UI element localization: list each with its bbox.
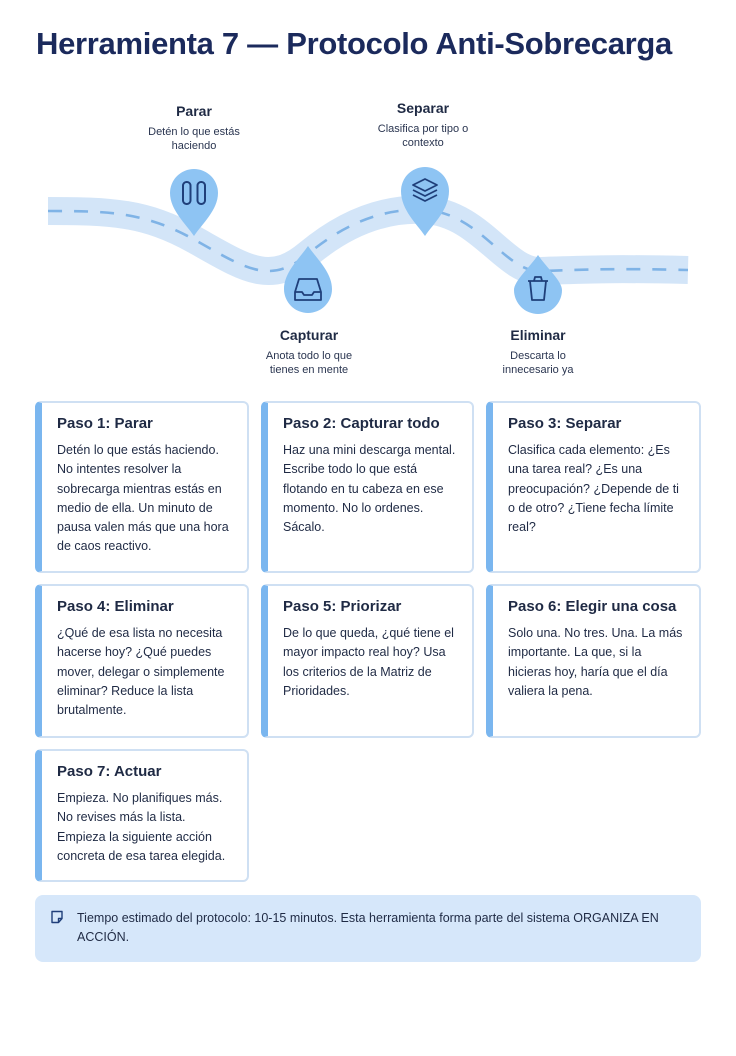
step-body: Haz una mini descarga mental. Escribe to…	[283, 443, 456, 535]
road-lane-line	[47, 208, 689, 273]
stage-title: Parar	[176, 103, 212, 119]
step-card-2: Paso 2: Capturar todo Haz una mini desca…	[261, 401, 474, 573]
step-card-6: Paso 6: Elegir una cosa Solo una. No tre…	[486, 584, 701, 738]
step-card-5: Paso 5: Priorizar De lo que queda, ¿qué …	[261, 584, 474, 738]
stage-separar-label: Separar Clasifica por tipo o contexto	[348, 100, 498, 150]
stage-parar-label: Parar Detén lo que estás haciendo	[119, 103, 269, 153]
pause-icon	[182, 181, 206, 205]
pin-separar	[401, 167, 449, 236]
pin-eliminar	[514, 255, 562, 314]
step-body: Detén lo que estás haciendo. No intentes…	[57, 443, 229, 554]
step-title: Paso 7: Actuar	[57, 763, 162, 780]
step-body: Empieza. No planifiques más. No revises …	[57, 791, 226, 863]
inbox-icon	[294, 278, 322, 301]
step-body: Clasifica cada elemento: ¿Es una tarea r…	[508, 443, 679, 535]
step-title: Paso 5: Priorizar	[283, 598, 402, 615]
stage-desc: Anota todo lo que tienes en mente	[265, 350, 353, 376]
step-card-4: Paso 4: Eliminar ¿Qué de esa lista no ne…	[35, 584, 249, 738]
layers-icon	[412, 178, 438, 202]
stage-eliminar-label: Eliminar Descarta lo innecesario ya	[463, 327, 613, 377]
stage-title: Separar	[396, 100, 450, 116]
step-body: ¿Qué de esa lista no necesita hacerse ho…	[57, 626, 225, 718]
step-title: Paso 4: Eliminar	[57, 598, 174, 615]
stage-desc: Descarta lo innecesario ya	[502, 350, 574, 376]
pin-capturar	[284, 246, 332, 313]
step-card-1: Paso 1: Parar Detén lo que estás haciend…	[35, 401, 249, 573]
process-road-diagram	[47, 167, 689, 314]
pin-parar	[170, 169, 218, 236]
stage-desc: Detén lo que estás haciendo	[148, 126, 240, 152]
note-text: Tiempo estimado del protocolo: 10-15 min…	[77, 911, 659, 944]
step-body: De lo que queda, ¿qué tiene el mayor imp…	[283, 626, 454, 698]
stage-title: Eliminar	[510, 327, 566, 343]
note-icon	[51, 910, 63, 924]
step-card-7: Paso 7: Actuar Empieza. No planifiques m…	[35, 749, 249, 882]
page-title: Herramienta 7 — Protocolo Anti-Sobrecarg…	[36, 26, 672, 61]
stage-title: Capturar	[279, 327, 339, 343]
step-title: Paso 6: Elegir una cosa	[508, 598, 677, 615]
step-card-3: Paso 3: Separar Clasifica cada elemento:…	[486, 401, 701, 573]
stage-desc: Clasifica por tipo o contexto	[377, 123, 469, 149]
protocol-note: Tiempo estimado del protocolo: 10-15 min…	[35, 895, 701, 962]
step-body: Solo una. No tres. Una. La más important…	[508, 626, 683, 698]
step-title: Paso 3: Separar	[508, 415, 622, 432]
step-title: Paso 2: Capturar todo	[283, 415, 440, 432]
stage-capturar-label: Capturar Anota todo lo que tienes en men…	[234, 327, 384, 377]
trash-icon	[528, 276, 548, 301]
step-title: Paso 1: Parar	[57, 415, 153, 432]
